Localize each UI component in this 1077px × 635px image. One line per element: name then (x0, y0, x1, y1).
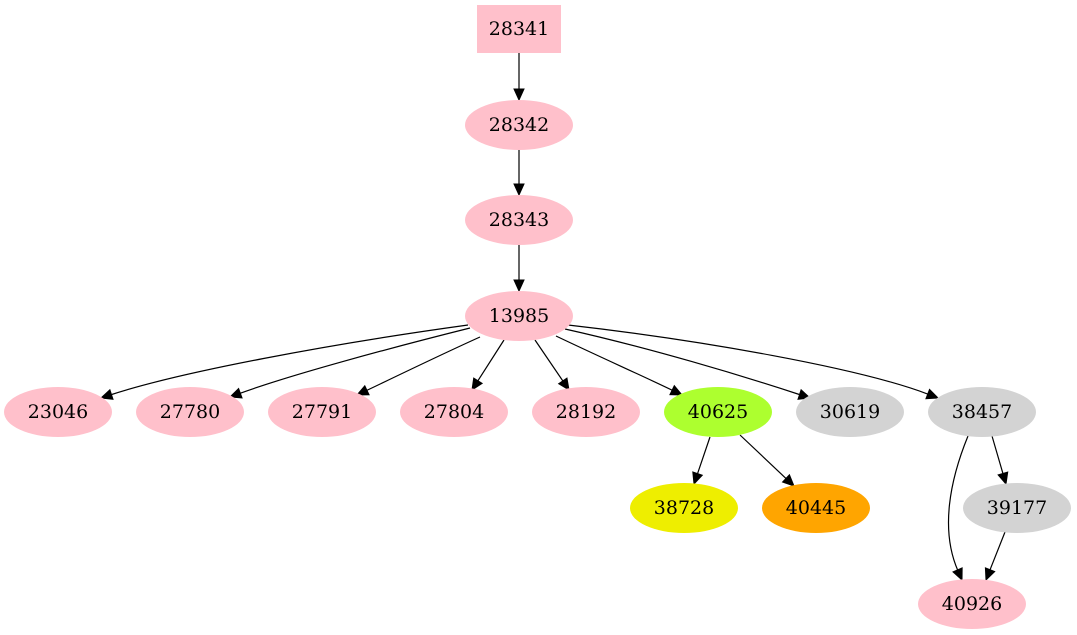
arrowhead (557, 377, 570, 391)
node-40926: 40926 (918, 579, 1026, 629)
node-label: 27791 (292, 401, 352, 423)
edge-line (365, 336, 481, 392)
node-label: 38728 (654, 497, 714, 519)
node-label: 28192 (556, 401, 616, 423)
node-ellipse (465, 291, 573, 341)
node-label: 27804 (424, 401, 484, 423)
node-28342: 28342 (465, 100, 573, 150)
edge-line (239, 327, 471, 395)
node-39177: 39177 (963, 483, 1071, 533)
edge-13985-to-27780 (228, 327, 471, 399)
edge-39177-to-40926 (984, 531, 1006, 582)
edge-line (991, 435, 1004, 475)
edge-line (567, 324, 929, 395)
edge-line (947, 435, 969, 572)
node-label: 28343 (489, 209, 549, 231)
node-label: 40445 (786, 497, 846, 519)
node-27791: 27791 (268, 387, 376, 437)
arrowhead (228, 387, 243, 399)
node-38457: 38457 (928, 387, 1036, 437)
edge-13985-to-40625 (555, 335, 684, 396)
node-ellipse (664, 387, 772, 437)
edge-40625-to-40445 (739, 434, 795, 487)
node-label: 28341 (489, 18, 549, 40)
node-28343: 28343 (465, 195, 573, 245)
edge-line (534, 339, 564, 383)
node-27804: 27804 (400, 387, 508, 437)
node-40625: 40625 (664, 387, 772, 437)
node-ellipse (465, 195, 573, 245)
arrowhead (925, 388, 940, 400)
arrowhead (471, 377, 484, 392)
node-ellipse (928, 387, 1036, 437)
node-ellipse (630, 483, 738, 533)
edge-13985-to-23046 (99, 324, 469, 400)
node-ellipse (465, 100, 573, 150)
arrowhead (997, 471, 1009, 486)
edge-line (476, 339, 505, 382)
edge-line (739, 434, 788, 480)
node-ellipse (4, 387, 112, 437)
node-ellipse (918, 579, 1026, 629)
edge-line (989, 531, 1006, 571)
edge-40625-to-38728 (692, 436, 711, 486)
node-28192: 28192 (532, 387, 640, 437)
node-ellipse (268, 387, 376, 437)
node-40445: 40445 (762, 483, 870, 533)
node-label: 40625 (688, 401, 748, 423)
node-38728: 38728 (630, 483, 738, 533)
node-label: 39177 (987, 497, 1047, 519)
node-label: 38457 (952, 401, 1012, 423)
node-ellipse (963, 483, 1071, 533)
node-27780: 27780 (136, 387, 244, 437)
node-label: 13985 (489, 305, 549, 327)
node-28341: 28341 (477, 5, 561, 53)
edge-13985-to-28192 (534, 339, 570, 391)
edge-13985-to-27804 (471, 339, 505, 392)
arrowhead (355, 384, 370, 396)
arrowhead (669, 384, 684, 396)
edge-28342-to-28343 (513, 150, 525, 197)
edge-line (110, 324, 469, 396)
edges-layer (99, 53, 1009, 582)
node-box (477, 5, 561, 53)
node-label: 23046 (28, 401, 88, 423)
edge-38457-to-40926 (947, 435, 969, 582)
arrowhead (692, 471, 704, 486)
node-label: 28342 (489, 114, 549, 136)
node-label: 27780 (160, 401, 220, 423)
arrowhead (781, 473, 795, 487)
node-ellipse (400, 387, 508, 437)
edge-line (555, 335, 674, 392)
arrowhead (952, 567, 963, 582)
nodes-layer: 28341 28342 28343 13985 23046 27780 27791 27804… (4, 5, 1071, 629)
edge-28341-to-28342 (513, 53, 525, 102)
edge-13985-to-27791 (355, 336, 481, 396)
node-13985: 13985 (465, 291, 573, 341)
node-label: 30619 (820, 401, 880, 423)
node-23046: 23046 (4, 387, 112, 437)
arrowhead (513, 88, 525, 102)
edge-line (696, 436, 711, 475)
node-ellipse (532, 387, 640, 437)
node-ellipse (762, 483, 870, 533)
node-ellipse (136, 387, 244, 437)
arrowhead (513, 183, 525, 197)
edge-38457-to-39177 (991, 435, 1009, 486)
arrowhead (984, 567, 996, 582)
node-ellipse (796, 387, 904, 437)
arrowhead (513, 279, 525, 293)
node-30619: 30619 (796, 387, 904, 437)
arrowhead (99, 388, 114, 400)
edge-13985-to-38457 (567, 324, 940, 400)
edge-line (564, 328, 801, 396)
edge-28343-to-13985 (513, 245, 525, 293)
node-label: 40926 (942, 593, 1002, 615)
